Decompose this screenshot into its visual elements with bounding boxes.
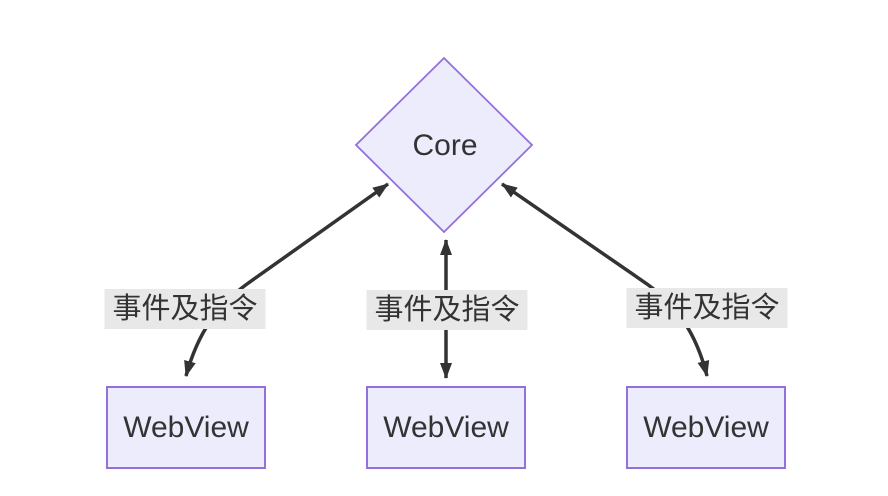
edge-label-3: 事件及指令 xyxy=(626,288,788,328)
edge-label-1: 事件及指令 xyxy=(104,289,266,329)
webview-node-2: WebView xyxy=(366,386,526,469)
edge-webview1-core xyxy=(184,182,390,377)
webview-node-3: WebView xyxy=(626,386,786,469)
webview-node-2-label: WebView xyxy=(383,410,509,444)
core-node-label: Core xyxy=(412,129,478,162)
core-node-shape xyxy=(354,56,534,234)
edge-webview3-core xyxy=(501,182,710,377)
webview-node-1-label: WebView xyxy=(123,410,249,444)
webview-node-3-label: WebView xyxy=(643,410,769,444)
webview-node-1: WebView xyxy=(106,386,266,469)
edge-label-2: 事件及指令 xyxy=(366,290,528,330)
